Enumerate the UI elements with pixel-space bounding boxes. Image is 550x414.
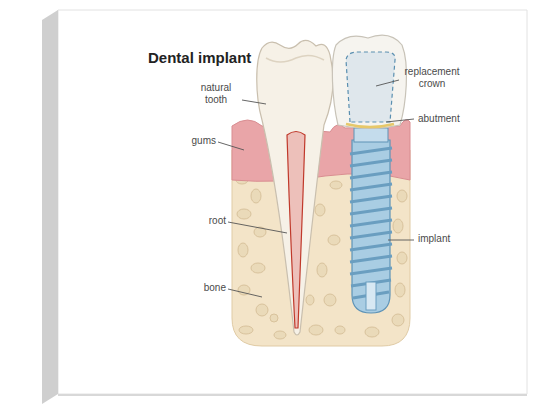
part-label: implant [418, 233, 478, 245]
natural-tooth [257, 40, 333, 335]
part-label: natural tooth [192, 82, 240, 106]
canvas-shadow [58, 394, 527, 396]
part-label: gums [186, 135, 216, 147]
part-label: replacement crown [400, 66, 464, 90]
part-label: root [196, 215, 226, 227]
canvas-side [42, 10, 58, 404]
part-label: bone [196, 282, 226, 294]
implant-slot [366, 282, 376, 310]
implant-neck [354, 128, 388, 142]
abutment-collar [346, 124, 394, 127]
implant-threads [350, 148, 392, 298]
part-label: abutment [418, 113, 488, 125]
canvas-face [58, 10, 527, 394]
leader-lines [218, 80, 414, 297]
diagram-title: Dental implant [148, 52, 251, 64]
abutment [346, 52, 395, 122]
replacement-crown [332, 35, 406, 128]
tooth-cusp-line [266, 55, 324, 62]
root-canal [287, 132, 305, 329]
